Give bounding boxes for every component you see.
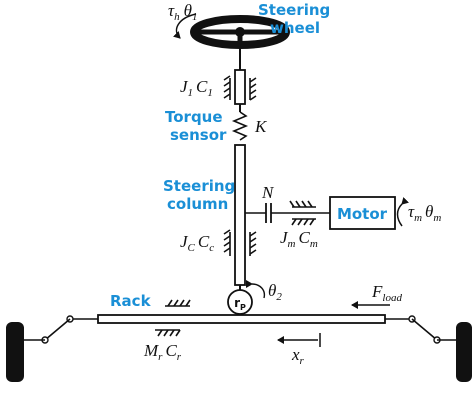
left-wheel [6, 322, 24, 382]
pinion [227, 285, 253, 315]
torque-sensor-label-line2: sensor [170, 126, 227, 144]
rack-upper-hatch [165, 299, 191, 307]
steering-column [234, 144, 246, 286]
right-wheel [456, 322, 472, 382]
left-tie-rod [24, 315, 98, 344]
right-tie-rod [385, 315, 456, 344]
rack-displacement-arrow [277, 333, 321, 347]
rack-lower-hatch [155, 329, 181, 337]
motor-label: Motor [337, 205, 388, 223]
steering-wheel-label: Steering [258, 1, 330, 19]
steering-column-label-line2: column [167, 195, 228, 213]
motor-box [329, 196, 396, 230]
gear-ratio-symbol: N [261, 183, 275, 202]
upper-shaft [234, 44, 246, 112]
pinion-rotation-arrow [245, 279, 266, 299]
load-force-symbol: Fload [371, 282, 402, 304]
steering-wheel-label-line2: wheel [270, 19, 320, 37]
pinion-radius-symbol: rP [234, 296, 246, 312]
upper-bearing-hatch [223, 75, 257, 101]
lower-bearing-hatch [223, 229, 257, 256]
steering-column-label: Steering [163, 177, 235, 195]
rack-displacement-symbol: xr [291, 345, 305, 367]
torque-sensor-spring [231, 111, 249, 141]
gear-link [245, 203, 330, 223]
rack-bar [97, 314, 386, 324]
steering-torque-arrow [172, 13, 197, 39]
torque-sensor-label: Torque [165, 108, 223, 126]
rack-label: Rack [110, 292, 152, 310]
pinion-angle-symbol: θ2 [268, 281, 282, 303]
stiffness-symbol: K [254, 117, 268, 136]
motor-torque-arrow [396, 196, 410, 227]
motor-shaft-hatch [289, 200, 316, 226]
